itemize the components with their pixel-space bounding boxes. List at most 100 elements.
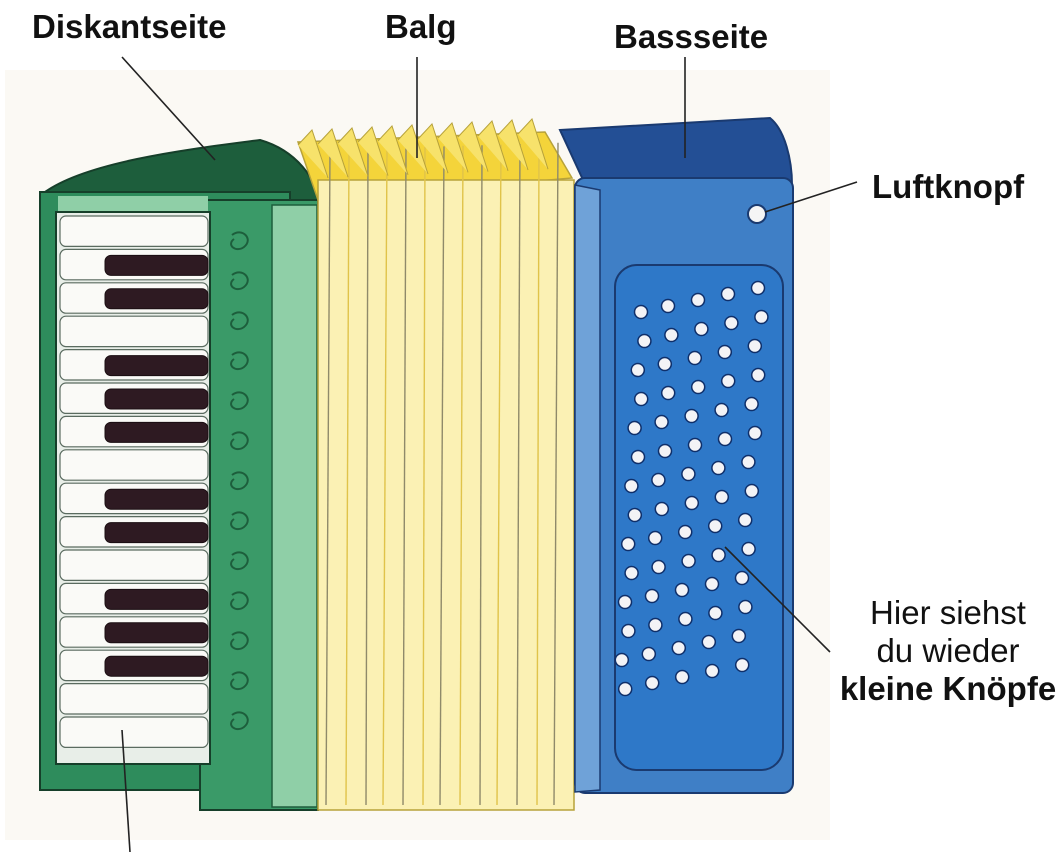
bass-button — [692, 381, 705, 394]
bass-button — [615, 654, 628, 667]
bass-button — [732, 630, 745, 643]
bass-button — [631, 364, 644, 377]
bass-button — [722, 288, 735, 301]
buttons-note-line3: kleine Knöpfe — [838, 670, 1058, 708]
bass-button — [752, 369, 765, 382]
white-key — [60, 717, 208, 747]
bass-button — [652, 561, 665, 574]
bass-button — [655, 416, 668, 429]
bass-button — [706, 578, 719, 591]
bass-button — [658, 358, 671, 371]
bass-button — [662, 300, 675, 313]
bass-button — [715, 491, 728, 504]
bass-side — [560, 118, 793, 793]
bass-button — [712, 549, 725, 562]
bass-button — [662, 387, 675, 400]
white-key — [60, 450, 208, 480]
bass-button — [709, 520, 722, 533]
bass-button — [655, 503, 668, 516]
bass-button — [642, 648, 655, 661]
bass-button — [676, 584, 689, 597]
bass-button — [635, 393, 648, 406]
treble-side — [40, 140, 322, 810]
white-key — [60, 550, 208, 580]
bass-button — [736, 572, 749, 585]
bass-button — [628, 422, 641, 435]
bass-button — [709, 607, 722, 620]
bass-button — [689, 439, 702, 452]
bass-button — [679, 526, 692, 539]
bass-button — [635, 306, 648, 319]
bass-button — [715, 404, 728, 417]
bass-button — [625, 480, 638, 493]
bass-button — [722, 375, 735, 388]
bass-button — [685, 497, 698, 510]
label-bellows: Balg — [385, 8, 457, 46]
bass-button — [712, 462, 725, 475]
bass-button — [739, 601, 752, 614]
bass-button — [622, 625, 635, 638]
black-key — [105, 589, 208, 609]
black-key — [105, 656, 208, 676]
black-key — [105, 623, 208, 643]
bass-button — [628, 509, 641, 522]
bass-button — [752, 282, 765, 295]
bass-button — [649, 532, 662, 545]
bass-button — [682, 468, 695, 481]
bass-button — [625, 567, 638, 580]
bass-button — [622, 538, 635, 551]
bass-button — [659, 445, 672, 458]
bass-button — [706, 665, 719, 678]
bass-button — [742, 456, 755, 469]
bass-button — [748, 340, 761, 353]
air-button — [748, 205, 766, 223]
bass-button — [672, 642, 685, 655]
bass-button — [649, 619, 662, 632]
bellows-body — [318, 180, 574, 810]
bass-button — [745, 485, 758, 498]
white-key — [60, 684, 208, 714]
bass-button — [742, 543, 755, 556]
bass-button — [739, 514, 752, 527]
bass-button — [745, 398, 758, 411]
bass-button — [682, 555, 695, 568]
black-key — [105, 356, 208, 376]
bass-button — [736, 659, 749, 672]
bass-button — [652, 474, 665, 487]
black-key — [105, 422, 208, 442]
bass-side-edge — [575, 185, 600, 792]
bass-button — [718, 346, 731, 359]
bellows — [298, 119, 574, 810]
bass-button — [619, 596, 632, 609]
bass-button — [638, 335, 651, 348]
black-key — [105, 255, 208, 275]
buttons-note-line1: Hier siehst — [838, 594, 1058, 632]
bass-button — [702, 636, 715, 649]
black-key — [105, 389, 208, 409]
bass-button — [619, 683, 632, 696]
bass-button — [725, 317, 738, 330]
bass-button — [632, 451, 645, 464]
bass-button — [685, 410, 698, 423]
bass-button — [695, 323, 708, 336]
label-air-button: Luftknopf — [872, 168, 1024, 206]
label-buttons-note: Hier siehst du wieder kleine Knöpfe — [838, 594, 1058, 708]
bass-button — [719, 433, 732, 446]
bass-button — [646, 590, 659, 603]
white-key — [60, 216, 208, 246]
bass-button — [646, 677, 659, 690]
bass-button — [688, 352, 701, 365]
black-key — [105, 489, 208, 509]
bass-button — [692, 294, 705, 307]
buttons-note-line2: du wieder — [838, 632, 1058, 670]
bass-button — [755, 311, 768, 324]
bass-button — [749, 427, 762, 440]
treble-side-strip — [272, 205, 317, 807]
black-key — [105, 523, 208, 543]
bass-button — [679, 613, 692, 626]
bass-button — [665, 329, 678, 342]
white-key — [60, 316, 208, 346]
black-key — [105, 289, 208, 309]
